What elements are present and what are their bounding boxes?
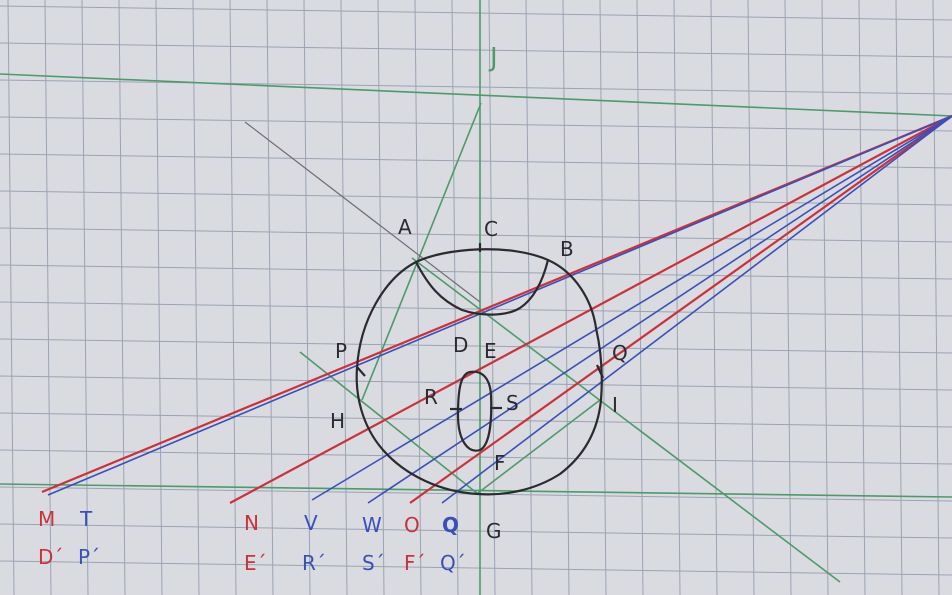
label-W: W bbox=[362, 513, 382, 537]
line-I-to-G bbox=[477, 399, 601, 494]
grid-line-horizontal bbox=[0, 227, 952, 243]
grid-line-vertical bbox=[118, 0, 126, 595]
grid-line-vertical bbox=[7, 0, 15, 595]
grid-line-horizontal bbox=[0, 560, 952, 576]
grid-line-vertical bbox=[488, 0, 496, 595]
grid-line-vertical bbox=[895, 0, 903, 595]
label-E: E bbox=[484, 339, 497, 363]
label-T: T bbox=[79, 507, 93, 531]
grid-line-horizontal bbox=[0, 116, 952, 132]
diagonal-P-to-G bbox=[299, 351, 479, 495]
blue-projection-lines bbox=[47, 115, 952, 504]
label-R-prime: R´ bbox=[302, 551, 326, 575]
grid-line-horizontal bbox=[0, 264, 952, 280]
label-D: D bbox=[453, 333, 468, 357]
blue-line-V bbox=[311, 115, 952, 501]
label-Q: Q bbox=[612, 341, 628, 365]
grid-line-horizontal bbox=[0, 375, 952, 391]
grid-line-vertical bbox=[266, 0, 274, 595]
inner-slot bbox=[456, 370, 493, 452]
grid-line-vertical bbox=[192, 0, 200, 595]
grid-line-horizontal bbox=[0, 338, 952, 354]
label-G: G bbox=[486, 519, 502, 543]
label-P-prime: P´ bbox=[78, 545, 100, 569]
grid-line-vertical bbox=[932, 0, 940, 595]
label-S: S bbox=[506, 391, 519, 415]
grid-line-vertical bbox=[451, 0, 459, 595]
grid-line-horizontal bbox=[0, 190, 952, 206]
grid-line-horizontal bbox=[0, 79, 952, 95]
blue-line-W bbox=[367, 115, 952, 504]
ink-figure bbox=[355, 243, 604, 496]
grid-line-vertical bbox=[303, 0, 311, 595]
grid-line-vertical bbox=[340, 0, 348, 595]
grid-line-vertical bbox=[414, 0, 422, 595]
label-F-prime: F´ bbox=[404, 551, 426, 575]
label-B: B bbox=[560, 237, 574, 261]
label-Q-bold: Q bbox=[442, 513, 459, 537]
grid-line-horizontal bbox=[0, 301, 952, 317]
grid-line-vertical bbox=[858, 0, 866, 595]
tick-P bbox=[356, 366, 366, 377]
blue-projection-labels: T P´ V R´ W S´ Q Q´ bbox=[78, 507, 466, 575]
grid-line-vertical bbox=[636, 0, 644, 595]
label-N: N bbox=[244, 511, 259, 535]
label-R: R bbox=[424, 385, 438, 409]
grid-line-vertical bbox=[44, 0, 52, 595]
grid-line-vertical bbox=[377, 0, 385, 595]
grid-line-vertical bbox=[747, 0, 755, 595]
grid-line-vertical bbox=[81, 0, 89, 595]
grid-line-horizontal bbox=[0, 523, 952, 539]
label-A: A bbox=[398, 215, 412, 239]
label-H: H bbox=[330, 409, 345, 433]
grid-line-vertical bbox=[525, 0, 533, 595]
red-line-O bbox=[409, 115, 952, 504]
grid-line-vertical bbox=[562, 0, 570, 595]
grid-line-horizontal bbox=[0, 412, 952, 428]
label-S-prime: S´ bbox=[362, 551, 385, 575]
blue-line-Q bbox=[441, 115, 952, 504]
pencil-guide-line bbox=[244, 121, 481, 303]
label-F: F bbox=[494, 451, 506, 475]
label-V: V bbox=[304, 511, 318, 535]
grid-line-horizontal bbox=[0, 42, 952, 58]
ground-line bbox=[0, 483, 952, 498]
outer-circle bbox=[355, 248, 603, 496]
black-point-labels: A C B D E P Q R S H I F G bbox=[330, 215, 628, 543]
label-C: C bbox=[484, 217, 498, 241]
label-I: I bbox=[612, 393, 618, 417]
label-P: P bbox=[335, 339, 347, 363]
label-M: M bbox=[38, 507, 55, 531]
tick-Q bbox=[596, 364, 604, 379]
grid-line-vertical bbox=[784, 0, 792, 595]
label-E-prime: E´ bbox=[244, 551, 267, 575]
red-line-M bbox=[41, 114, 952, 494]
grid-line-vertical bbox=[821, 0, 829, 595]
grid-line-horizontal bbox=[0, 5, 952, 21]
label-D-prime: D´ bbox=[38, 545, 63, 569]
red-projection-labels: M D´ N E´ O F´ bbox=[38, 507, 426, 575]
top-cut-arc bbox=[415, 259, 550, 316]
horizontal-axis-line bbox=[0, 73, 952, 117]
grid-line-horizontal bbox=[0, 153, 952, 169]
label-Q-prime: Q´ bbox=[440, 551, 466, 575]
label-J: J bbox=[488, 43, 498, 73]
grid-line-vertical bbox=[229, 0, 237, 595]
blue-line-T bbox=[47, 115, 952, 496]
label-O: O bbox=[404, 513, 420, 537]
grid-line-vertical bbox=[155, 0, 163, 595]
